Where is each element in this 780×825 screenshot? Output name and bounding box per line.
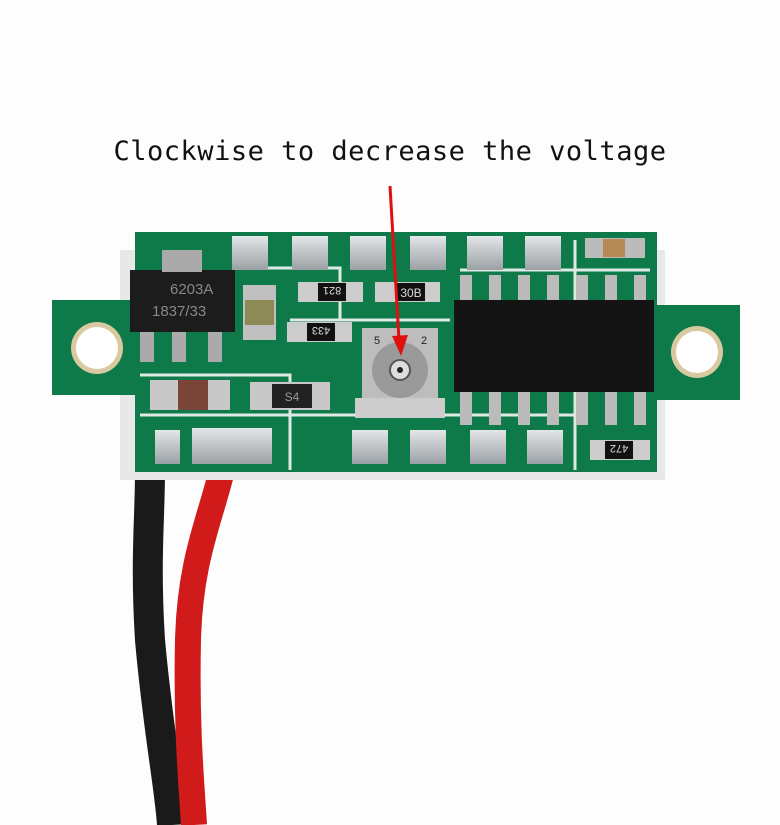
resistor-30b-marking: 30B (400, 286, 421, 300)
resistor-433-marking: 433 (312, 324, 330, 336)
caption: Clockwise to decrease the voltage (113, 136, 667, 167)
red-arrow-annotation (388, 185, 408, 356)
trimmer-potentiometer[interactable]: 5 2 (355, 328, 445, 418)
diode-marking: S4 (285, 390, 300, 404)
regulator-marking-2: 1837/33 (152, 303, 206, 320)
resistor-821-marking: 821 (323, 284, 341, 296)
trimmer-marking-left: 5 (374, 335, 380, 347)
resistor-472-marking: 472 (610, 442, 628, 454)
regulator-marking-1: 6203A (170, 281, 213, 298)
trimmer-marking-right: 2 (421, 335, 427, 347)
mounting-tab-left (52, 300, 147, 395)
black-wire (132, 469, 187, 825)
red-wire (174, 466, 235, 825)
voltage-regulator (130, 270, 235, 332)
ic-chip (454, 275, 654, 425)
